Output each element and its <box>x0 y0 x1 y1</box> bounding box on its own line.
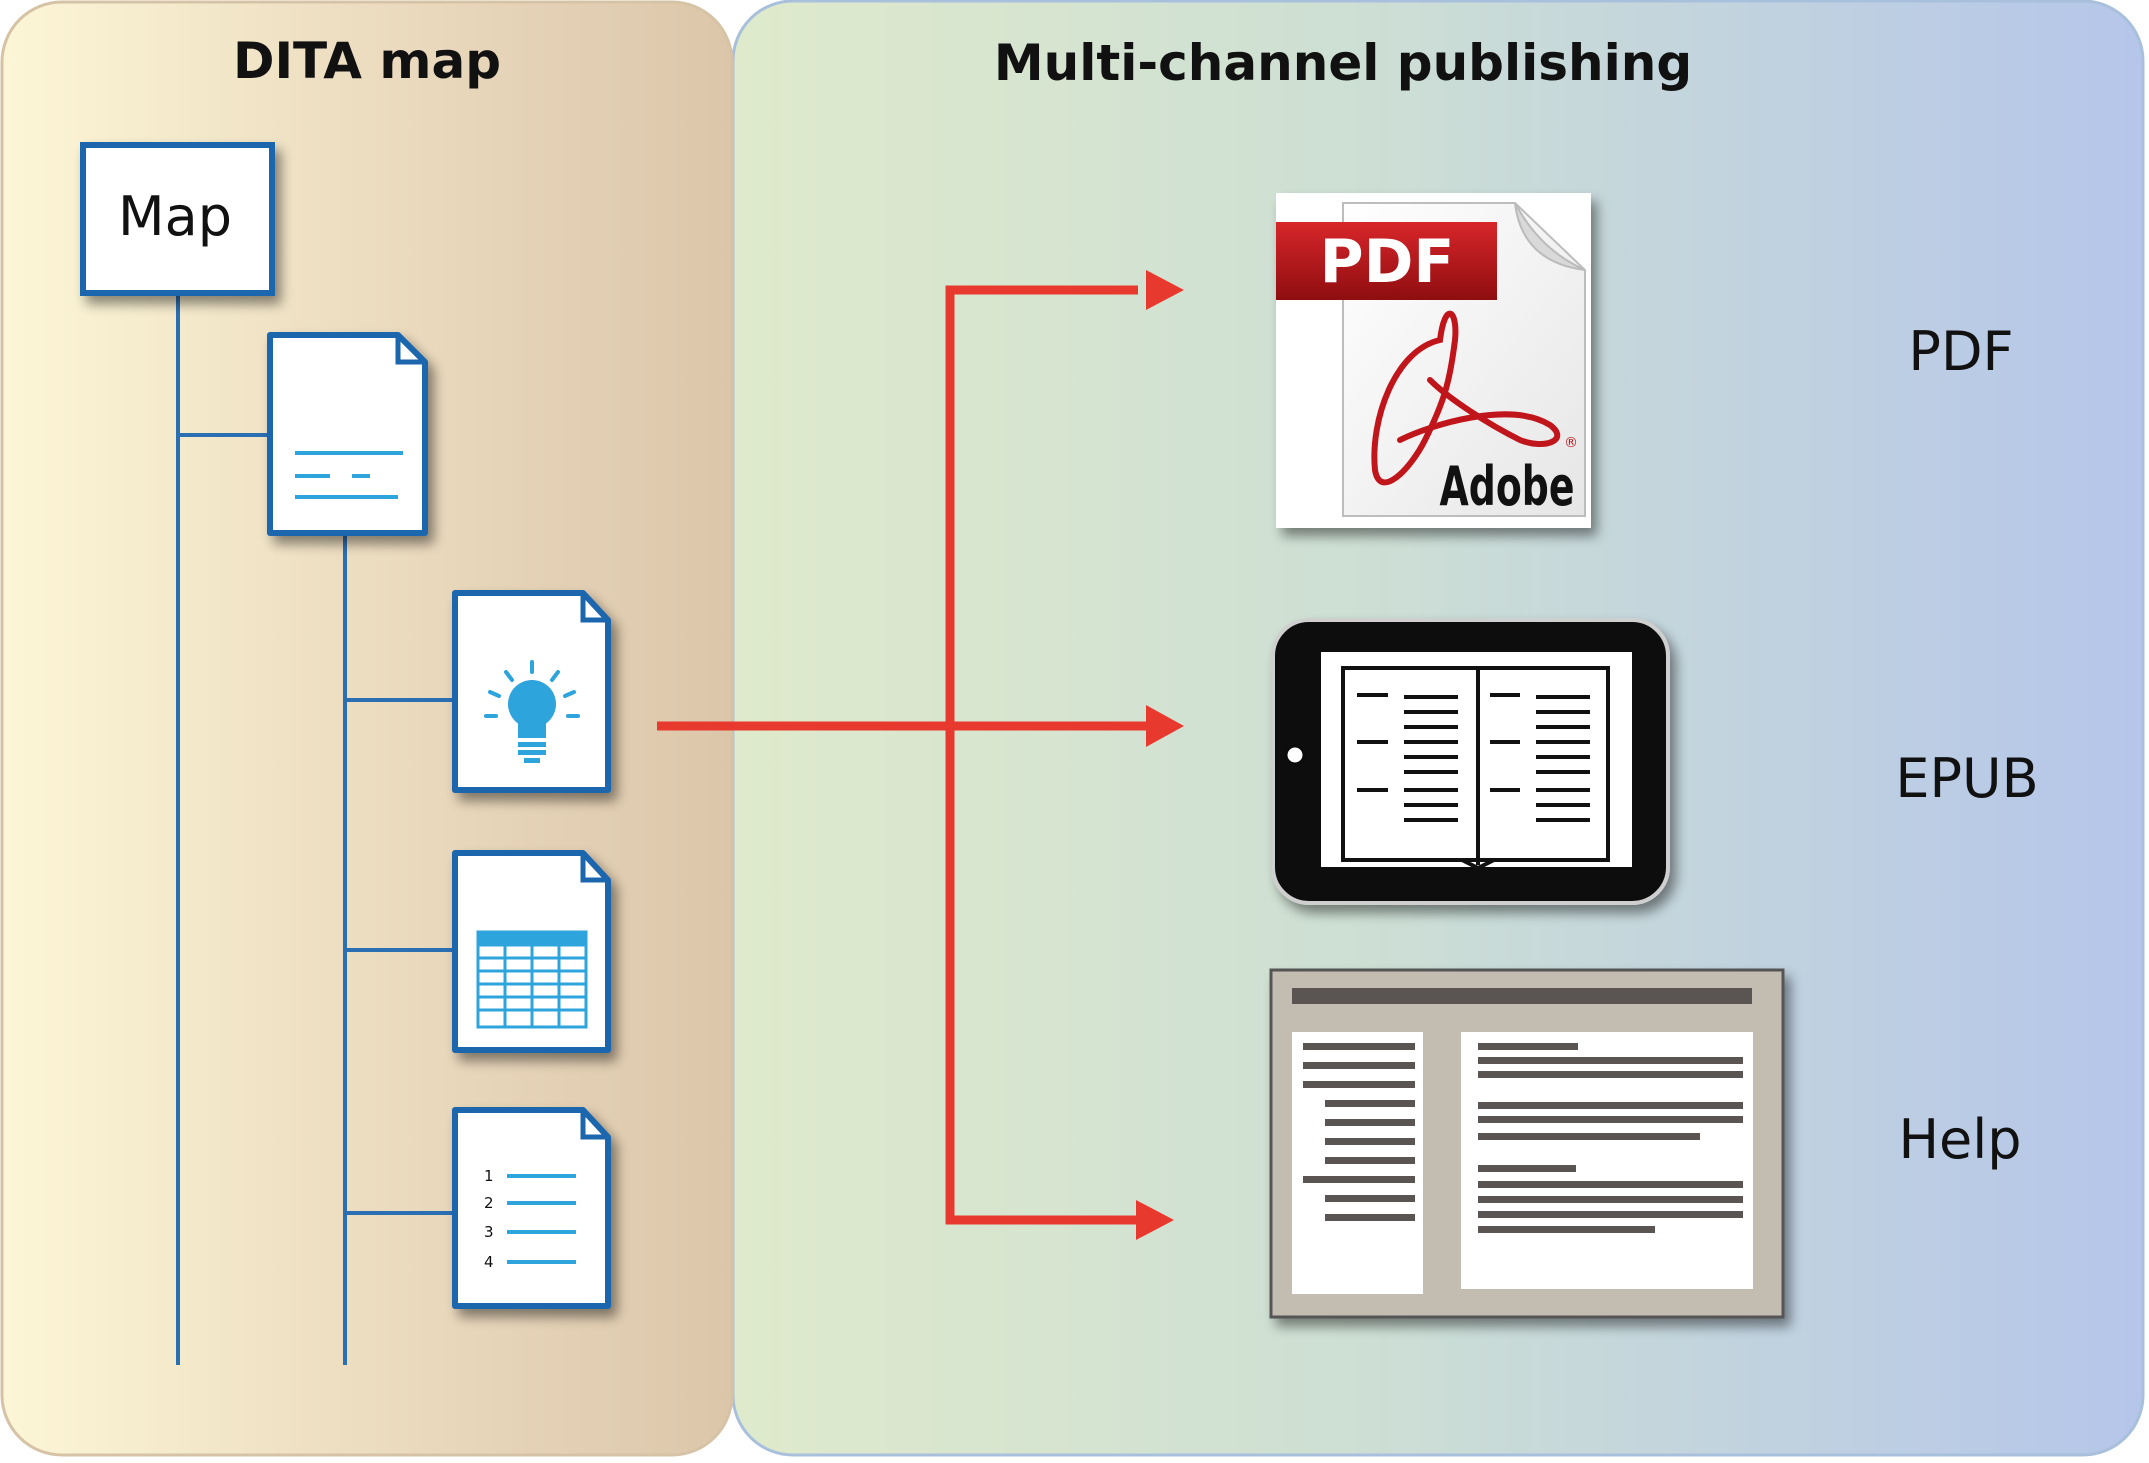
right-panel-title: Multi-channel publishing <box>994 34 1692 92</box>
ebook-tablet-icon <box>1271 618 1670 905</box>
list-numbers: 1 2 3 4 <box>484 1167 494 1271</box>
output-label-pdf: PDF <box>1908 320 2013 383</box>
document-icon <box>267 332 428 536</box>
pdf-adobe-icon <box>1276 193 1591 528</box>
arrow-to-pdf <box>1146 270 1184 310</box>
output-label-help: Help <box>1898 1108 2021 1171</box>
map-box <box>80 142 275 296</box>
output-label-epub: EPUB <box>1895 747 2038 810</box>
adobe-brand-text: Adobe <box>1440 455 1575 518</box>
numbered-list-document-icon <box>452 1107 611 1309</box>
list-number: 3 <box>484 1223 494 1241</box>
list-number: 4 <box>484 1253 494 1271</box>
arrow-to-help <box>1136 1200 1174 1240</box>
map-tree-lines <box>176 295 455 1365</box>
concept-lightbulb-icon <box>452 590 611 793</box>
publishing-arrows <box>657 270 1184 1240</box>
map-label: Map <box>118 185 232 248</box>
list-number: 1 <box>484 1167 494 1185</box>
table-document-icon <box>452 850 611 1053</box>
pdf-badge-text: PDF <box>1320 227 1455 297</box>
adobe-registered-mark: ® <box>1564 435 1578 451</box>
help-window-icon <box>1269 968 1785 1319</box>
arrow-to-epub <box>1146 705 1184 747</box>
list-number: 2 <box>484 1194 494 1212</box>
left-panel-title: DITA map <box>233 32 501 90</box>
tablet-home-button <box>1284 744 1306 766</box>
